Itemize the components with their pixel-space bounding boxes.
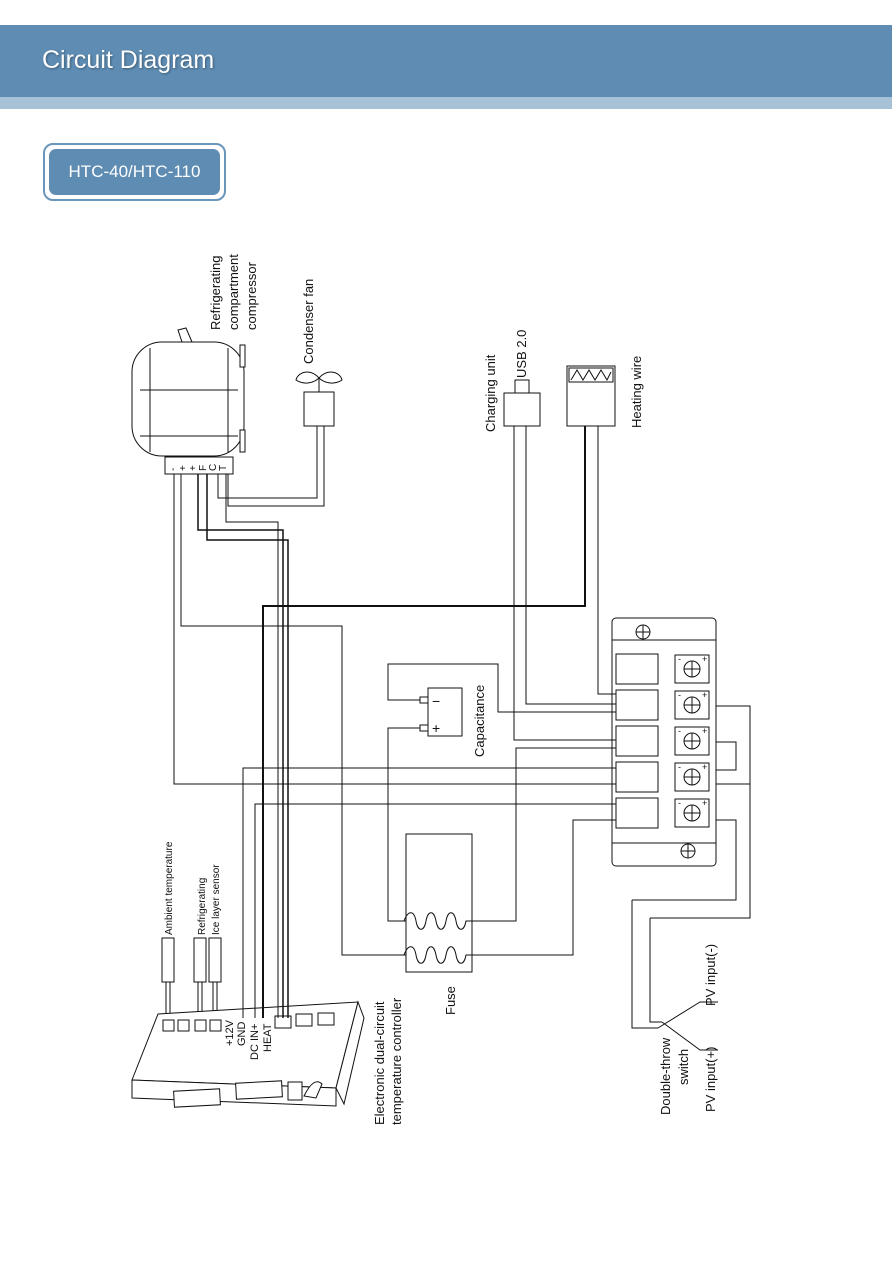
svg-text:+: +	[702, 690, 707, 700]
svg-text:+: +	[702, 798, 707, 808]
capacitance-plus: +	[432, 720, 440, 736]
compressor	[131, 327, 246, 475]
svg-text:-: -	[678, 798, 681, 808]
compressor-terminal-label: C	[208, 464, 219, 471]
header-bar	[0, 25, 892, 99]
compressor-terminal-label: +	[178, 465, 189, 471]
controller-pins: +12V GND DC IN+ HEAT	[224, 1019, 274, 1060]
svg-text:HEAT: HEAT	[262, 1023, 274, 1052]
svg-text:+: +	[702, 762, 707, 772]
svg-text:GND: GND	[236, 1022, 248, 1047]
fuse-label: Fuse	[443, 986, 458, 1015]
svg-text:-: -	[678, 762, 681, 772]
model-label: HTC-40/HTC-110	[68, 162, 201, 181]
pv-positive-label: PV input(+)	[703, 1047, 718, 1112]
sensors	[161, 937, 222, 1020]
svg-text:+: +	[702, 726, 707, 736]
charging-unit	[503, 379, 541, 427]
terminal-block	[611, 617, 717, 867]
heating-wire	[566, 365, 616, 427]
usb-port-label: USB 2.0	[514, 330, 529, 378]
svg-text:compartment: compartment	[226, 254, 241, 330]
svg-text:Refrigerating: Refrigerating	[208, 256, 223, 330]
model-badge: HTC-40/HTC-110	[43, 143, 226, 201]
svg-text:-: -	[678, 690, 681, 700]
svg-text:Electronic dual-circuit: Electronic dual-circuit	[372, 1001, 387, 1125]
wiring	[173, 426, 751, 1018]
model-badge-inner: HTC-40/HTC-110	[49, 149, 220, 195]
compressor-terminal-label: +	[188, 465, 199, 471]
header-strip	[0, 97, 892, 109]
pv-negative-label: PV input(-)	[703, 944, 718, 1006]
svg-text:switch: switch	[676, 1049, 691, 1085]
terminal-screws	[674, 654, 710, 828]
compressor-terminals: - + + F C T	[168, 464, 229, 471]
switch-label: Double-throw switch	[658, 1037, 691, 1115]
controller	[131, 1000, 365, 1108]
svg-text:+: +	[702, 654, 707, 664]
capacitance-minus: −	[432, 693, 440, 709]
compressor-terminal-label: F	[198, 465, 209, 471]
capacitance	[419, 687, 463, 737]
compressor-terminal-label: -	[168, 468, 179, 471]
heating-wire-label: Heating wire	[629, 356, 644, 428]
fuse	[403, 833, 474, 973]
charging-unit-label: Charging unit	[483, 354, 498, 432]
capacitance-label: Capacitance	[472, 685, 487, 757]
svg-text:DC IN+: DC IN+	[249, 1024, 261, 1060]
svg-text:-: -	[678, 726, 681, 736]
controller-label: Electronic dual-circuit temperature cont…	[372, 997, 404, 1125]
condenser-fan-label: Condenser fan	[301, 279, 316, 364]
compressor-label: Refrigerating compartment compressor	[208, 254, 259, 330]
ice-layer-sensor-label: Ice layer sensor	[211, 864, 222, 935]
compressor-terminal-label: T	[218, 465, 229, 471]
svg-text:compressor: compressor	[244, 261, 259, 330]
page-title: Circuit Diagram	[42, 46, 215, 74]
svg-text:Double-throw: Double-throw	[658, 1037, 673, 1115]
refrigerating-sensor-label: Refrigerating	[197, 878, 208, 935]
svg-text:-: -	[678, 654, 681, 664]
terminal-block-marks: - + - + - + - + - +	[678, 654, 707, 808]
double-throw-switch	[631, 900, 718, 1051]
ambient-sensor-label: Ambient temperature	[164, 841, 175, 935]
svg-text:+12V: +12V	[224, 1019, 236, 1046]
svg-text:temperature controller: temperature controller	[389, 997, 404, 1125]
condenser-fan	[295, 371, 343, 427]
